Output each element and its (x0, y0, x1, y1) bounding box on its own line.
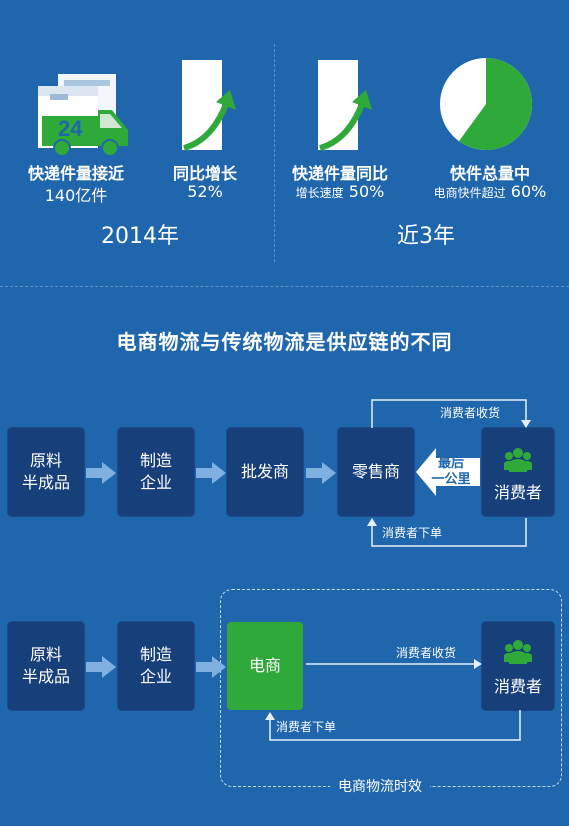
last-mile-label: 最后 一公里 (431, 456, 471, 487)
stat-title: 同比增长 (172, 164, 237, 183)
flow-arrow-icon (306, 462, 336, 484)
node-label: 零售商 (351, 462, 400, 481)
consumer-label: 消费者 (493, 677, 542, 696)
van-number: 24 (58, 116, 83, 141)
order-label: 消费者下单 (276, 720, 337, 734)
consumer-people-icon (504, 448, 532, 472)
vertical-divider (274, 44, 275, 262)
stat-value: 140亿件 (44, 186, 108, 205)
receive-label: 消费者收货 (440, 406, 501, 420)
consumer-label: 消费者 (493, 483, 542, 502)
node-raw-material: 原料 半成品 (8, 622, 84, 710)
node-ecommerce: 电商 (227, 622, 303, 710)
node-label: 批发商 (240, 462, 289, 481)
node-consumer: 消费者 (482, 622, 554, 710)
stat-title: 快递件量接近 (27, 164, 124, 183)
year-label: 2014年 (101, 224, 179, 249)
node-consumer: 消费者 (482, 428, 554, 516)
stat-sub-label: 增长速度 (295, 186, 344, 200)
delivery-van-icon: 24 (38, 74, 128, 157)
node-label: 制造 企业 (139, 451, 172, 492)
stat-value: 52% (187, 182, 223, 201)
consumer-people-icon (504, 640, 532, 664)
region-label: 电商物流时效 (330, 776, 430, 796)
stat-title: 快递件量同比 (291, 164, 388, 183)
year-label: 近3年 (397, 224, 455, 249)
stat-sub-value: 60% (510, 182, 547, 201)
flow-arrow-icon (86, 656, 116, 678)
stat-value: 增长速度 50% (282, 182, 398, 201)
node-wholesaler: 批发商 (227, 428, 303, 516)
stat-value: 电商快件超过 60% (420, 182, 560, 201)
flow-arrow-icon (196, 656, 226, 678)
receive-label: 消费者收货 (396, 646, 457, 660)
last-mile-arrow-icon (416, 448, 480, 496)
growth-bar-icon (182, 60, 236, 151)
node-raw-material: 原料 半成品 (8, 428, 84, 516)
flow-arrow-icon (196, 462, 226, 484)
node-manufacturer: 制造 企业 (118, 622, 194, 710)
order-label: 消费者下单 (382, 526, 443, 540)
ecommerce-feedback-lines (265, 659, 521, 741)
pie-chart-icon (440, 58, 533, 150)
flow-arrow-icon (86, 462, 116, 484)
horizontal-divider (0, 286, 569, 287)
node-retailer: 零售商 (338, 428, 414, 516)
growth-bar-icon (318, 60, 372, 151)
node-label: 电商 (248, 656, 281, 675)
feedback-lines (367, 399, 531, 547)
stat-sub-value: 50% (348, 182, 385, 201)
stat-sub-label: 电商快件超过 (433, 186, 506, 200)
node-manufacturer: 制造 企业 (118, 428, 194, 516)
stat-title: 快件总量中 (449, 164, 530, 183)
section-title: 电商物流与传统物流是供应链的不同 (116, 330, 453, 354)
pie-slice-ecommerce (458, 58, 533, 150)
node-label: 原料 半成品 (21, 645, 70, 686)
node-label: 原料 半成品 (21, 451, 70, 492)
node-label: 制造 企业 (139, 645, 172, 686)
